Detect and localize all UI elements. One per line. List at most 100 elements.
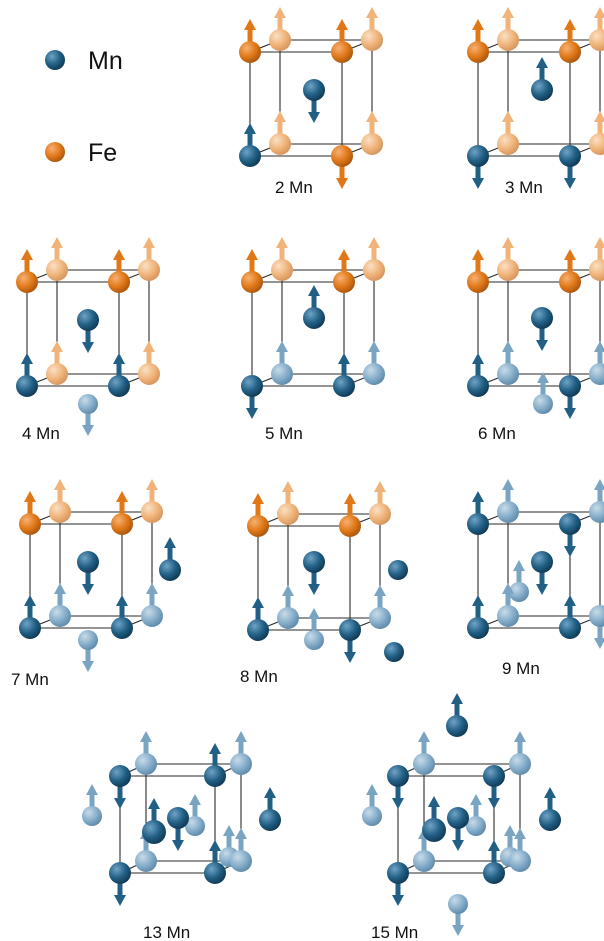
fe-atom xyxy=(269,111,291,155)
mn-atom xyxy=(19,595,41,639)
mn-atom xyxy=(467,491,489,535)
atom-sphere xyxy=(509,850,531,872)
legend: Mn Fe xyxy=(45,47,123,167)
mn-atom xyxy=(142,798,166,844)
mn-atom xyxy=(363,341,385,385)
spin-down-arrow-icon xyxy=(336,178,348,189)
atom-sphere xyxy=(531,551,553,573)
mn-atom xyxy=(531,307,553,351)
atom-sphere xyxy=(559,271,581,293)
atom-sphere xyxy=(46,363,68,385)
mn-atom xyxy=(509,731,531,775)
fe-atom xyxy=(467,249,489,293)
atom-sphere xyxy=(135,850,157,872)
mn-atom xyxy=(230,828,252,872)
fe-atom xyxy=(559,19,581,63)
atom-sphere xyxy=(339,619,361,641)
mn-atom xyxy=(589,341,604,385)
spin-up-arrow-icon xyxy=(428,796,440,807)
spin-up-arrow-icon xyxy=(504,825,516,836)
spin-down-arrow-icon xyxy=(114,895,126,906)
cluster-panel xyxy=(362,693,561,936)
mn-atom xyxy=(204,840,226,884)
spin-up-arrow-icon xyxy=(54,479,66,490)
mn-atom xyxy=(77,551,99,595)
mn-atom xyxy=(303,551,325,595)
atom-sphere xyxy=(589,259,604,281)
atom-sphere xyxy=(446,715,468,737)
atom-sphere xyxy=(589,133,604,155)
fe-atom xyxy=(589,237,604,281)
cluster-panel xyxy=(467,237,604,419)
mn-atom xyxy=(277,585,299,629)
panel-label-2mn: 2 Mn xyxy=(275,178,313,197)
mn-atom xyxy=(539,787,561,831)
atom-sphere xyxy=(467,375,489,397)
fe-atom xyxy=(46,237,68,281)
spin-up-arrow-icon xyxy=(282,481,294,492)
mn-atom xyxy=(467,353,489,397)
fe-atom xyxy=(497,7,519,51)
spin-up-arrow-icon xyxy=(418,731,430,742)
fe-atom xyxy=(467,19,489,63)
mn-atom xyxy=(362,784,382,826)
spin-up-arrow-icon xyxy=(344,493,356,504)
mn-atom xyxy=(559,513,581,557)
panel-label-5mn: 5 Mn xyxy=(265,424,303,443)
atom-sphere xyxy=(269,133,291,155)
atom-sphere xyxy=(363,363,385,385)
atom-sphere xyxy=(135,753,157,775)
fe-atom xyxy=(141,479,163,523)
fe-atom xyxy=(339,493,361,537)
atom-sphere xyxy=(369,503,391,525)
atom-sphere xyxy=(303,79,325,101)
mn-atom xyxy=(77,309,99,353)
spin-up-arrow-icon xyxy=(564,595,576,606)
mn-atom xyxy=(509,828,531,872)
legend-fe-swatch xyxy=(45,142,65,162)
spin-up-arrow-icon xyxy=(189,794,201,805)
atom-sphere xyxy=(361,133,383,155)
spin-up-arrow-icon xyxy=(374,585,386,596)
spin-up-arrow-icon xyxy=(244,19,256,30)
atom-sphere xyxy=(387,765,409,787)
spin-up-arrow-icon xyxy=(282,585,294,596)
spin-down-arrow-icon xyxy=(246,408,258,419)
fe-atom xyxy=(19,491,41,535)
spin-up-arrow-icon xyxy=(594,7,604,18)
mn-atom xyxy=(167,807,189,851)
atom-sphere xyxy=(109,862,131,884)
atom-sphere xyxy=(19,513,41,535)
spin-up-arrow-icon xyxy=(264,787,276,798)
mn-atom xyxy=(241,375,263,419)
mn-atom xyxy=(466,794,486,836)
fe-atom xyxy=(269,7,291,51)
atom-sphere xyxy=(333,271,355,293)
spin-up-arrow-icon xyxy=(235,828,247,839)
spin-up-arrow-icon xyxy=(252,597,264,608)
panel-label-7mn: 7 Mn xyxy=(11,670,49,689)
atom-sphere xyxy=(369,607,391,629)
spin-up-arrow-icon xyxy=(113,249,125,260)
panel-label-3mn: 3 Mn xyxy=(505,178,543,197)
atom-sphere xyxy=(77,309,99,331)
atom-sphere xyxy=(539,809,561,831)
spin-up-arrow-icon xyxy=(252,493,264,504)
atom-sphere xyxy=(247,619,269,641)
mn-atom xyxy=(387,765,409,809)
mn-atom xyxy=(141,583,163,627)
fe-atom xyxy=(277,481,299,525)
fe-atom xyxy=(589,111,604,155)
spin-down-arrow-icon xyxy=(564,546,576,557)
atom-sphere xyxy=(111,617,133,639)
spin-up-arrow-icon xyxy=(564,249,576,260)
spin-down-arrow-icon xyxy=(114,798,126,809)
spin-up-arrow-icon xyxy=(223,825,235,836)
fe-atom xyxy=(247,493,269,537)
atom-sphere xyxy=(16,375,38,397)
atom-sphere xyxy=(259,809,281,831)
mn-atom xyxy=(384,642,404,662)
atom-sphere xyxy=(241,375,263,397)
atom-sphere xyxy=(467,145,489,167)
